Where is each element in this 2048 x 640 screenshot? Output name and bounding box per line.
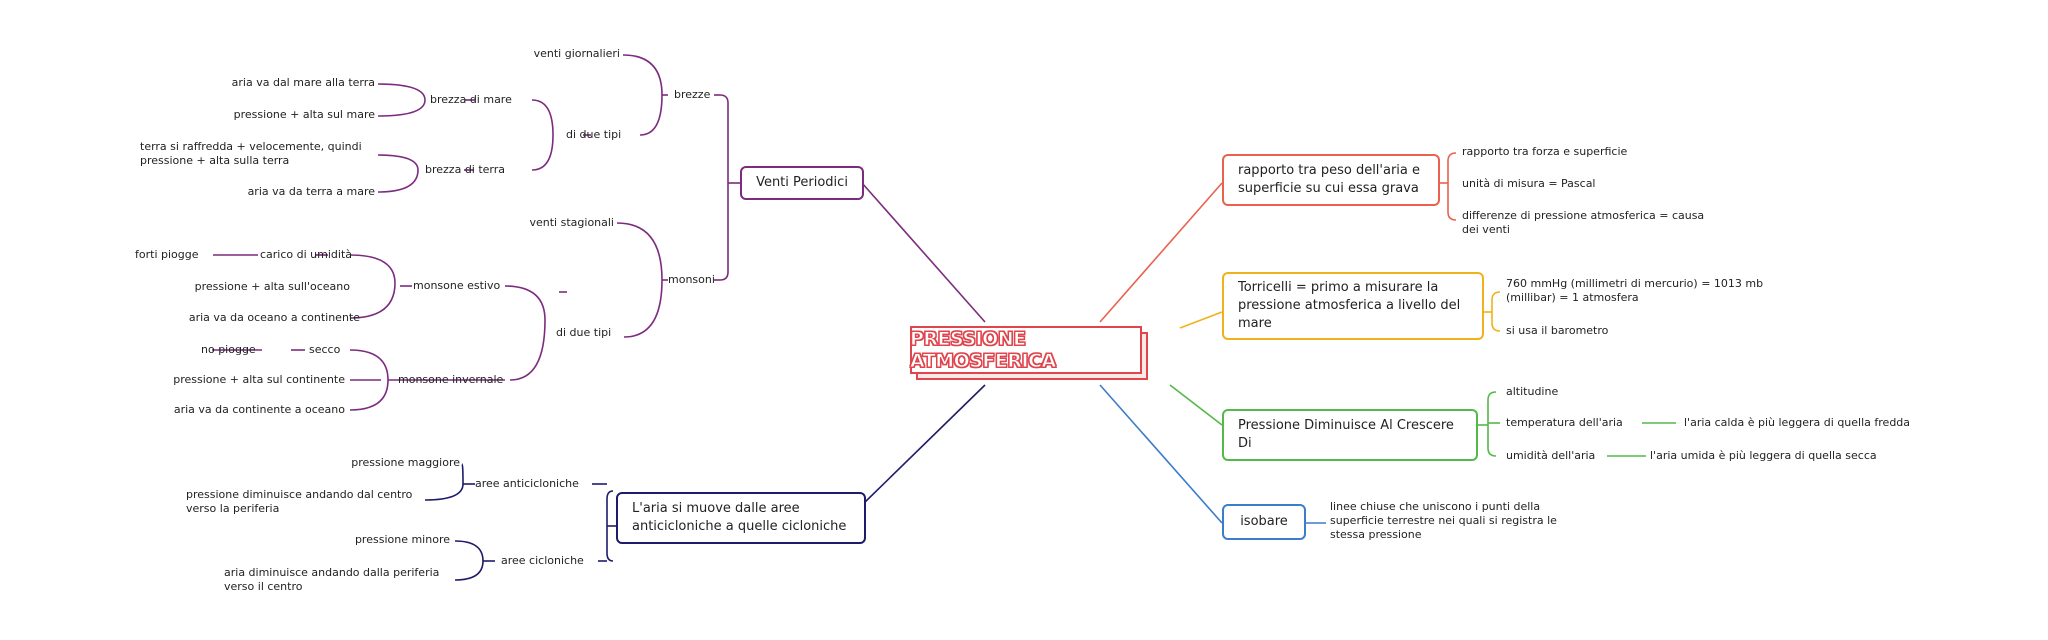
node-diminuisce: Pressione Diminuisce Al Crescere Di: [1222, 409, 1478, 461]
diminuisce-d3b: l'aria umida è più leggera di quella sec…: [1650, 449, 1877, 462]
venti-bt-1: terra si raffredda + velocemente, quindi…: [140, 140, 362, 167]
diminuisce-d2: temperatura dell'aria: [1506, 416, 1623, 429]
node-venti-periodici: Venti Periodici: [740, 166, 864, 200]
aria-connectors: [424, 463, 616, 581]
diminuisce-d1: altitudine: [1506, 385, 1559, 398]
rapporto-d1: rapporto tra forza e superficie: [1462, 145, 1628, 158]
venti-brezze-tipi: di due tipi: [566, 128, 622, 141]
rapporto-title: rapporto tra peso dell'aria e superficie…: [1238, 163, 1421, 196]
venti-title: Venti Periodici: [756, 175, 848, 190]
branch-venti: [861, 182, 986, 323]
venti-me-carico: carico di umidità: [260, 248, 353, 261]
venti-brezza-mare: brezza di mare: [430, 93, 512, 106]
rapporto-d3: differenze di pressione atmosferica = ca…: [1462, 209, 1705, 236]
node-rapporto: rapporto tra peso dell'aria e superficie…: [1222, 154, 1440, 206]
venti-mi-secco: secco: [309, 343, 341, 356]
venti-mi-piogge: no piogge: [201, 343, 256, 356]
central-node-frame: [910, 326, 1142, 374]
rapporto-connectors: [1440, 152, 1457, 221]
torricelli-d2: si usa il barometro: [1506, 324, 1609, 337]
isobare-desc: linee chiuse che uniscono i punti della …: [1330, 500, 1557, 541]
aria-cicl-2: aria diminuisce andando dalla periferia …: [224, 566, 440, 593]
central-title: PRESSIONE ATMOSFERICA: [910, 328, 1057, 373]
venti-monsoni-stagionali: venti stagionali: [529, 216, 615, 229]
venti-brezza-terra: brezza di terra: [425, 163, 506, 176]
venti-brezze: brezze: [674, 88, 711, 101]
venti-me-3: aria va da oceano a continente: [188, 311, 360, 324]
branch-torricelli: [1179, 311, 1223, 329]
node-torricelli: Torricelli = primo a misurare la pressio…: [1222, 272, 1484, 340]
venti-monsone-invernale: monsone invernale: [398, 373, 504, 386]
venti-bm-2: pressione + alta sul mare: [233, 108, 375, 121]
venti-mi-3: aria va da continente a oceano: [173, 403, 345, 416]
venti-monsoni-tipi: di due tipi: [556, 326, 612, 339]
venti-brezze-giornalieri: venti giornalieri: [533, 47, 620, 60]
torricelli-d1: 760 mmHg (millimetri di mercurio) = 1013…: [1506, 277, 1764, 304]
aria-cicl-1: pressione minore: [354, 533, 450, 546]
rapporto-d2: unità di misura = Pascal: [1462, 177, 1596, 190]
branch-rapporto: [1099, 182, 1223, 323]
venti-monsone-estivo: monsone estivo: [413, 279, 501, 292]
branch-aria: [861, 384, 986, 506]
aria-anti-2: pressione diminuisce andando dal centro …: [186, 488, 413, 515]
venti-mi-2: pressione + alta sul continente: [173, 373, 345, 386]
venti-me-2: pressione + alta sull'oceano: [194, 280, 350, 293]
diminuisce-connectors: [1478, 391, 1676, 457]
aria-anti-1: pressione maggiore: [351, 456, 460, 469]
diminuisce-title: Pressione Diminuisce Al Crescere Di: [1238, 418, 1454, 451]
venti-bt-2: aria va da terra a mare: [247, 185, 375, 198]
aria-title: L'aria si muove dalle aree anticiclonich…: [632, 501, 847, 534]
venti-me-piogge: forti piogge: [135, 248, 199, 261]
node-aria: L'aria si muove dalle aree anticiclonich…: [616, 492, 866, 544]
isobare-title: isobare: [1240, 514, 1288, 529]
venti-connectors: [212, 54, 740, 411]
aria-cicl: aree cicloniche: [501, 554, 584, 567]
diminuisce-d3: umidità dell'aria: [1506, 449, 1596, 462]
central-node: PRESSIONE ATMOSFERICA: [910, 326, 1148, 380]
node-isobare: isobare: [1222, 504, 1306, 540]
venti-monsoni: monsoni: [668, 273, 715, 286]
branch-diminuisce: [1169, 384, 1223, 426]
torricelli-title: Torricelli = primo a misurare la pressio…: [1238, 280, 1461, 331]
aria-anti: aree anticicloniche: [475, 477, 579, 490]
diminuisce-d2b: l'aria calda è più leggera di quella fre…: [1684, 416, 1911, 429]
torricelli-connectors: [1484, 291, 1501, 332]
venti-bm-1: aria va dal mare alla terra: [231, 76, 375, 89]
branch-isobare: [1099, 384, 1223, 524]
